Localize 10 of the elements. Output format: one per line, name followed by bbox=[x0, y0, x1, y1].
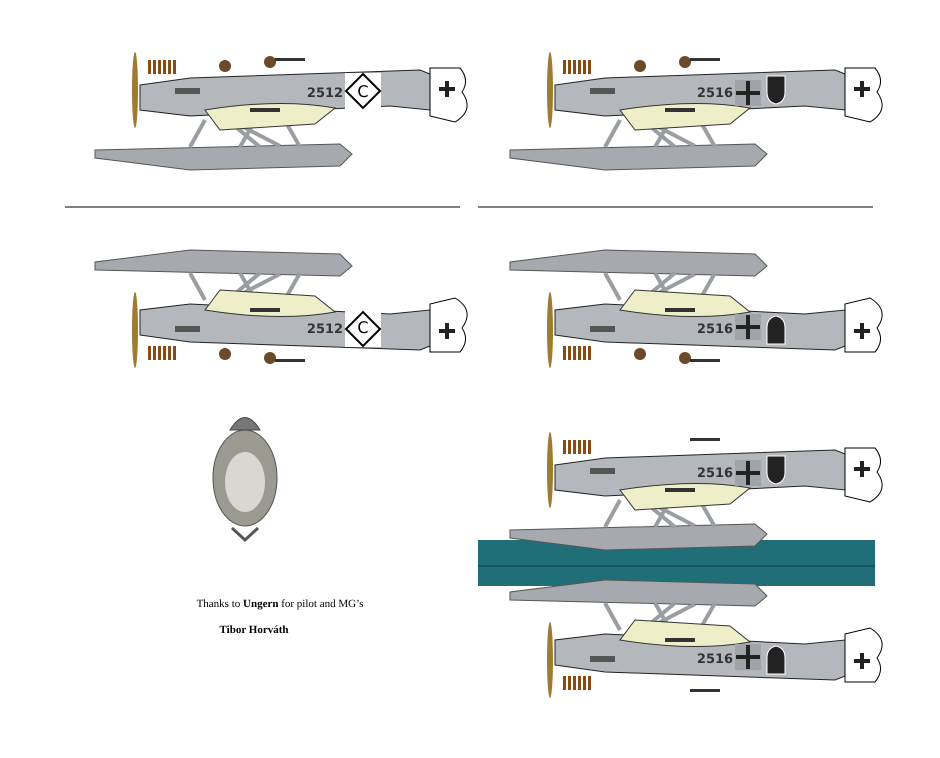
serial-number: 2516 bbox=[696, 322, 734, 337]
serial-number: 2516 bbox=[696, 652, 734, 667]
serial-number: 2516 bbox=[696, 466, 734, 481]
author-name: Tibor Horváth bbox=[220, 624, 288, 636]
marking-letter: C bbox=[357, 318, 369, 337]
serial-number: 2516 bbox=[696, 86, 734, 101]
credit-note: Thanks to Ungern for pilot and MG’s bbox=[196, 598, 364, 610]
serial-number: 2512 bbox=[306, 86, 344, 101]
serial-number: 2512 bbox=[306, 322, 344, 337]
marking-letter: C bbox=[357, 82, 369, 101]
